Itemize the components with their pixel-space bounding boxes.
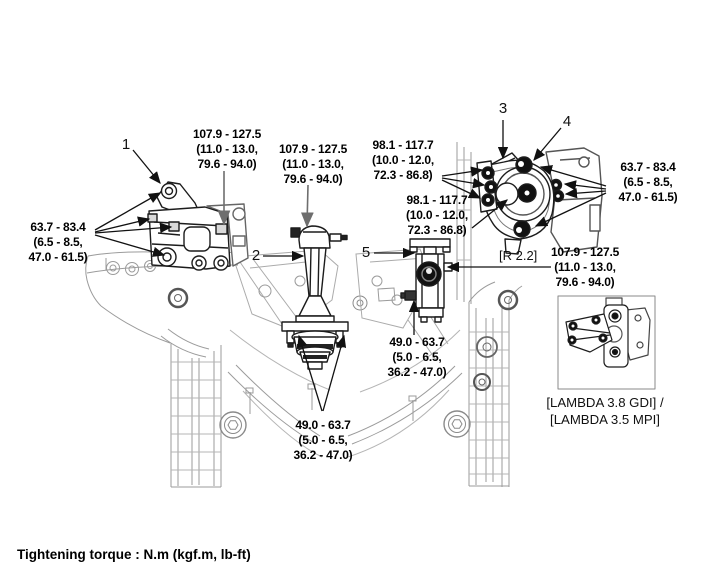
roll-rod-damper (281, 225, 349, 370)
callout-5: 5 (361, 244, 371, 261)
torque-spec-roll-rod-upper: 107.9 - 127.5 (11.0 - 13.0, 79.6 - 94.0) (278, 142, 348, 186)
torque-spec-roll-rod-lower: 49.0 - 63.7 (5.0 - 6.5, 36.2 - 47.0) (293, 418, 353, 462)
torque-spec-right-mount-center: 98.1 - 117.7 (10.0 - 12.0, 72.3 - 86.8) (405, 193, 469, 237)
torque-spec-right-mount-upper: 98.1 - 117.7 (10.0 - 12.0, 72.3 - 86.8) (371, 138, 435, 182)
support-bracket-5 (400, 238, 457, 323)
torque-spec-left-mount-to-body: 107.9 - 127.5 (11.0 - 13.0, 79.6 - 94.0) (192, 127, 262, 171)
callout-2: 2 (251, 247, 261, 264)
callout-arrows (94, 120, 607, 412)
callout-1: 1 (121, 136, 131, 153)
tightening-torque-legend: Tightening torque : N.m (kgf.m, lb-ft) (17, 547, 251, 562)
right-engine-mount (476, 147, 603, 255)
torque-spec-support-bracket: 107.9 - 127.5 (11.0 - 13.0, 79.6 - 94.0) (550, 245, 620, 289)
callout-4: 4 (562, 113, 572, 130)
callout-3: 3 (498, 100, 508, 117)
lambda-mount-inset (557, 295, 656, 390)
reference-note-r22: [R 2.2] (499, 248, 538, 263)
inset-caption: [LAMBDA 3.8 GDI] / [LAMBDA 3.5 MPI] (546, 395, 664, 427)
torque-spec-left-mount-bracket: 63.7 - 83.4 (6.5 - 8.5, 47.0 - 61.5) (28, 220, 88, 264)
left-engine-mount (147, 181, 249, 271)
torque-spec-bracket5-lower: 49.0 - 63.7 (5.0 - 6.5, 36.2 - 47.0) (387, 335, 447, 379)
torque-spec-right-mount-bracket: 63.7 - 83.4 (6.5 - 8.5, 47.0 - 61.5) (618, 160, 678, 204)
